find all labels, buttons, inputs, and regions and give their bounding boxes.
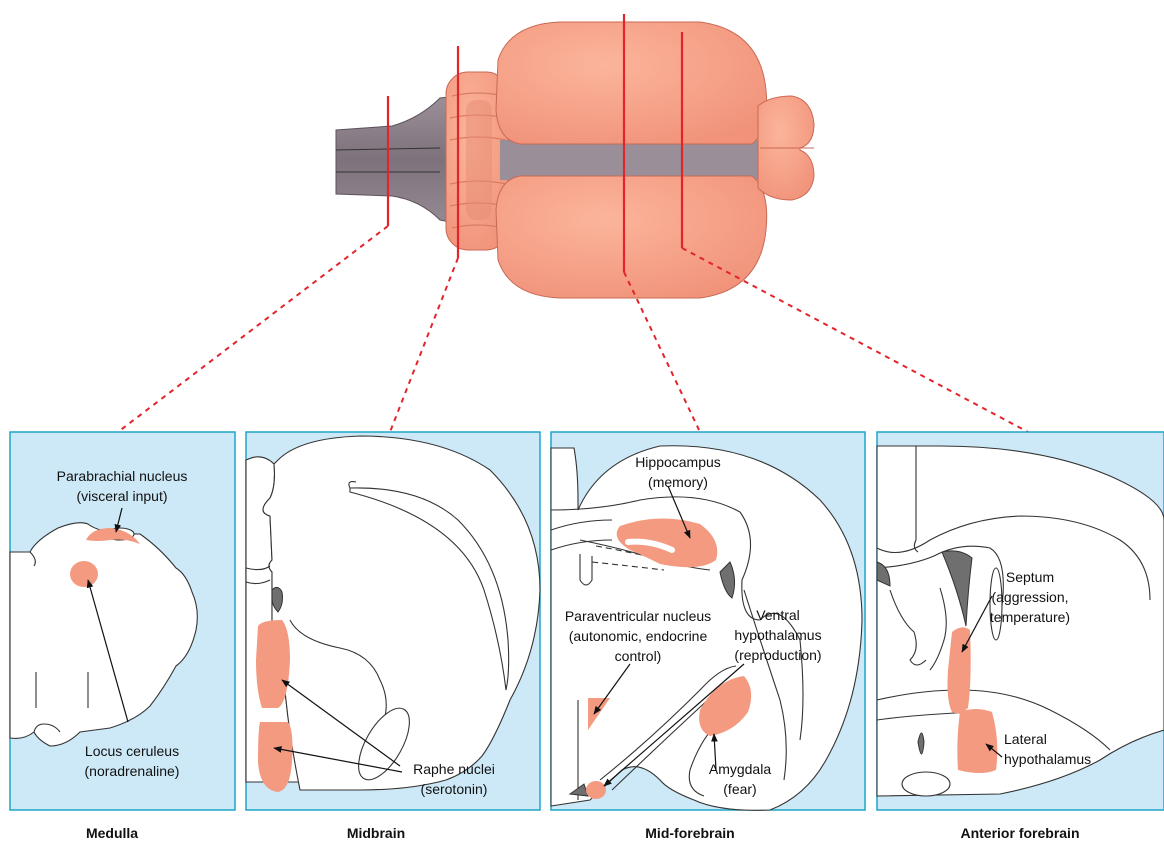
paraventricular-label-3: control) [615, 648, 662, 664]
ventral-label-1: Ventral [756, 607, 800, 623]
ventral-label-2: hypothalamus [734, 627, 821, 643]
ventral-label-3: (reproduction) [734, 647, 821, 663]
raphe-nucleus-lower [258, 722, 293, 792]
panel-midbrain: Raphe nuclei (serotonin) [246, 432, 540, 810]
raphe-label-1: Raphe nuclei [413, 761, 495, 777]
lateral-hypothalamus-label-1: Lateral [1004, 731, 1047, 747]
caption-midbrain: Midbrain [347, 825, 405, 841]
lateral-hypothalamus-label-2: hypothalamus [1004, 751, 1091, 767]
left-hemisphere-top [496, 22, 767, 144]
caption-medulla: Medulla [86, 825, 138, 841]
hippocampus-label-2: (memory) [648, 474, 708, 490]
caption-anterior-forebrain: Anterior forebrain [960, 825, 1079, 841]
paraventricular-label-2: (autonomic, endocrine [569, 628, 708, 644]
caption-mid-forebrain: Mid-forebrain [645, 825, 734, 841]
locus-ceruleus-label-2: (noradrenaline) [85, 763, 180, 779]
brainstem [336, 96, 460, 224]
panel-anterior-forebrain: Septum (aggression, temperature) Lateral… [877, 432, 1164, 810]
septum-label-3: temperature) [990, 609, 1070, 625]
panel-mid-forebrain: Hippocampus (memory) Paraventricular nuc… [551, 432, 865, 810]
septum-label-2: (aggression, [991, 589, 1068, 605]
hippocampus-label-1: Hippocampus [635, 454, 721, 470]
parabrachial-label-2: (visceral input) [76, 488, 167, 504]
brain-dorsal-view [336, 14, 814, 298]
right-hemisphere-bottom [496, 176, 767, 298]
raphe-label-2: (serotonin) [421, 781, 488, 797]
amygdala-label-1: Amygdala [709, 761, 771, 777]
paraventricular-label-1: Paraventricular nucleus [565, 608, 711, 624]
raphe-nucleus-upper [256, 620, 290, 708]
parabrachial-label-1: Parabrachial nucleus [57, 468, 188, 484]
locus-ceruleus [70, 561, 98, 587]
panel-medulla: Parabrachial nucleus (visceral input) Lo… [10, 432, 235, 810]
midline-fissure [500, 140, 770, 180]
septum-label-1: Septum [1006, 569, 1054, 585]
ventral-hypothalamus [586, 781, 606, 799]
locus-ceruleus-label-1: Locus ceruleus [85, 743, 179, 759]
lateral-hypothalamus [957, 709, 997, 773]
amygdala-label-2: (fear) [723, 781, 756, 797]
